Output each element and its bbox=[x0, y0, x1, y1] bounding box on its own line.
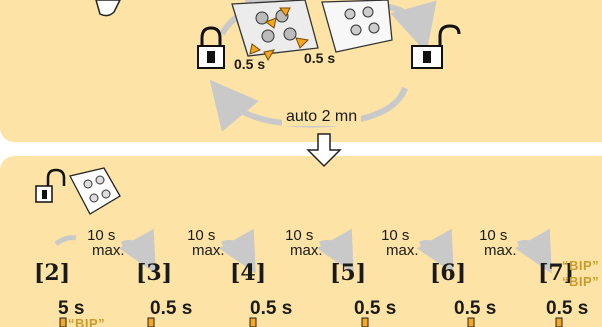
step-5: [5] bbox=[330, 260, 367, 286]
duration-1: 5 s bbox=[58, 298, 85, 319]
remote-control-icon bbox=[69, 167, 121, 215]
interval-3: 10 s max. bbox=[276, 227, 323, 259]
hand-press-icon bbox=[249, 7, 310, 62]
step-2: [2] bbox=[34, 260, 71, 286]
remote-control-icon bbox=[321, 0, 393, 53]
auto-timeout-label: auto 2 mn bbox=[282, 108, 362, 126]
interval-value: 10 s bbox=[479, 227, 508, 244]
step-4: [4] bbox=[230, 260, 267, 286]
remote-control-icon bbox=[231, 0, 319, 57]
interval-4: 10 s max. bbox=[372, 227, 419, 259]
bip-label: “BIP” bbox=[68, 316, 106, 327]
duration-6: 0.5 s bbox=[546, 298, 589, 319]
interval-unit: max. bbox=[192, 242, 225, 259]
interval-1: 10 s max. bbox=[78, 227, 125, 259]
lock-open-icon bbox=[35, 168, 66, 203]
duration-3: 0.5 s bbox=[250, 298, 293, 319]
bip-label: “BIP” bbox=[562, 258, 600, 273]
lock-closed-icon bbox=[197, 26, 225, 69]
interval-value: 10 s bbox=[187, 227, 216, 244]
interval-unit: max. bbox=[290, 242, 323, 259]
press-duration-right: 0.5 s bbox=[304, 50, 336, 66]
interval-unit: max. bbox=[92, 242, 125, 259]
duration-5: 0.5 s bbox=[454, 298, 497, 319]
lock-open-icon bbox=[411, 24, 461, 69]
step-6: [6] bbox=[430, 260, 467, 286]
interval-value: 10 s bbox=[381, 227, 410, 244]
duration-2: 0.5 s bbox=[150, 298, 193, 319]
step-7: [7] bbox=[538, 260, 575, 286]
interval-5: 10 s max. bbox=[470, 227, 517, 259]
hand-press-icon bbox=[59, 317, 563, 327]
remote-control-icon bbox=[95, 0, 121, 17]
bip-label: “BIP” bbox=[562, 274, 600, 289]
interval-unit: max. bbox=[484, 242, 517, 259]
interval-value: 10 s bbox=[285, 227, 314, 244]
down-arrow-icon bbox=[306, 133, 342, 168]
interval-value: 10 s bbox=[87, 227, 116, 244]
interval-unit: max. bbox=[386, 242, 419, 259]
step-3: [3] bbox=[136, 260, 173, 286]
duration-4: 0.5 s bbox=[354, 298, 397, 319]
step-arrows bbox=[54, 228, 552, 274]
press-duration-left: 0.5 s bbox=[234, 56, 266, 72]
interval-2: 10 s max. bbox=[178, 227, 225, 259]
